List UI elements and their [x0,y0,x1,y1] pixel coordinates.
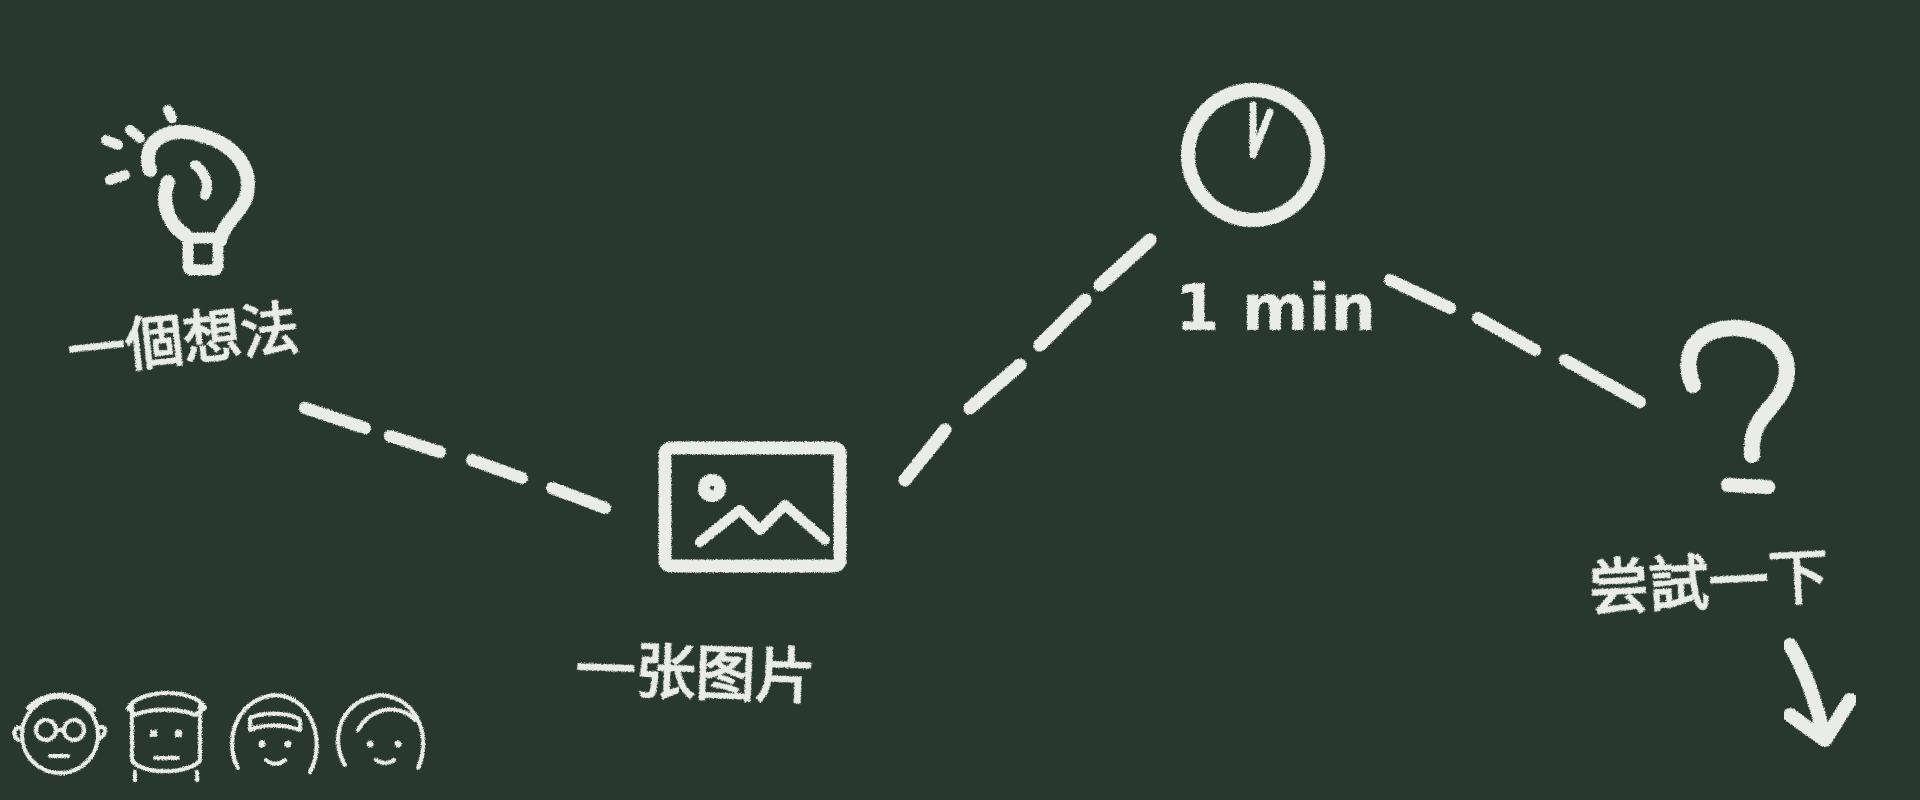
step-idea: 一個想法 [64,105,302,386]
face-side-part-icon [336,693,426,770]
face-short-hair-icon [126,691,207,782]
lightbulb-icon [101,105,255,276]
step-try: 尝試一下 [1587,320,1857,747]
step-picture-label: 一张图片 [574,635,816,713]
connector-idea-to-picture [299,402,611,514]
step-clock-label: 1 min [1175,272,1376,346]
connector-picture-to-clock [898,233,1157,487]
connector-clock-to-question [1384,274,1646,408]
step-try-label: 尝試一下 [1587,543,1830,625]
step-picture: 一张图片 [574,441,847,713]
step-idea-label: 一個想法 [64,294,302,386]
face-glasses-icon [12,692,107,775]
people-row [12,691,426,782]
face-bangs-icon [230,693,319,774]
question-mark-icon [1680,320,1795,494]
clock-icon [1181,83,1325,227]
step-clock: 1 min [1175,83,1376,346]
arrow-down-right-icon[interactable] [1783,638,1857,747]
picture-icon [658,441,847,573]
